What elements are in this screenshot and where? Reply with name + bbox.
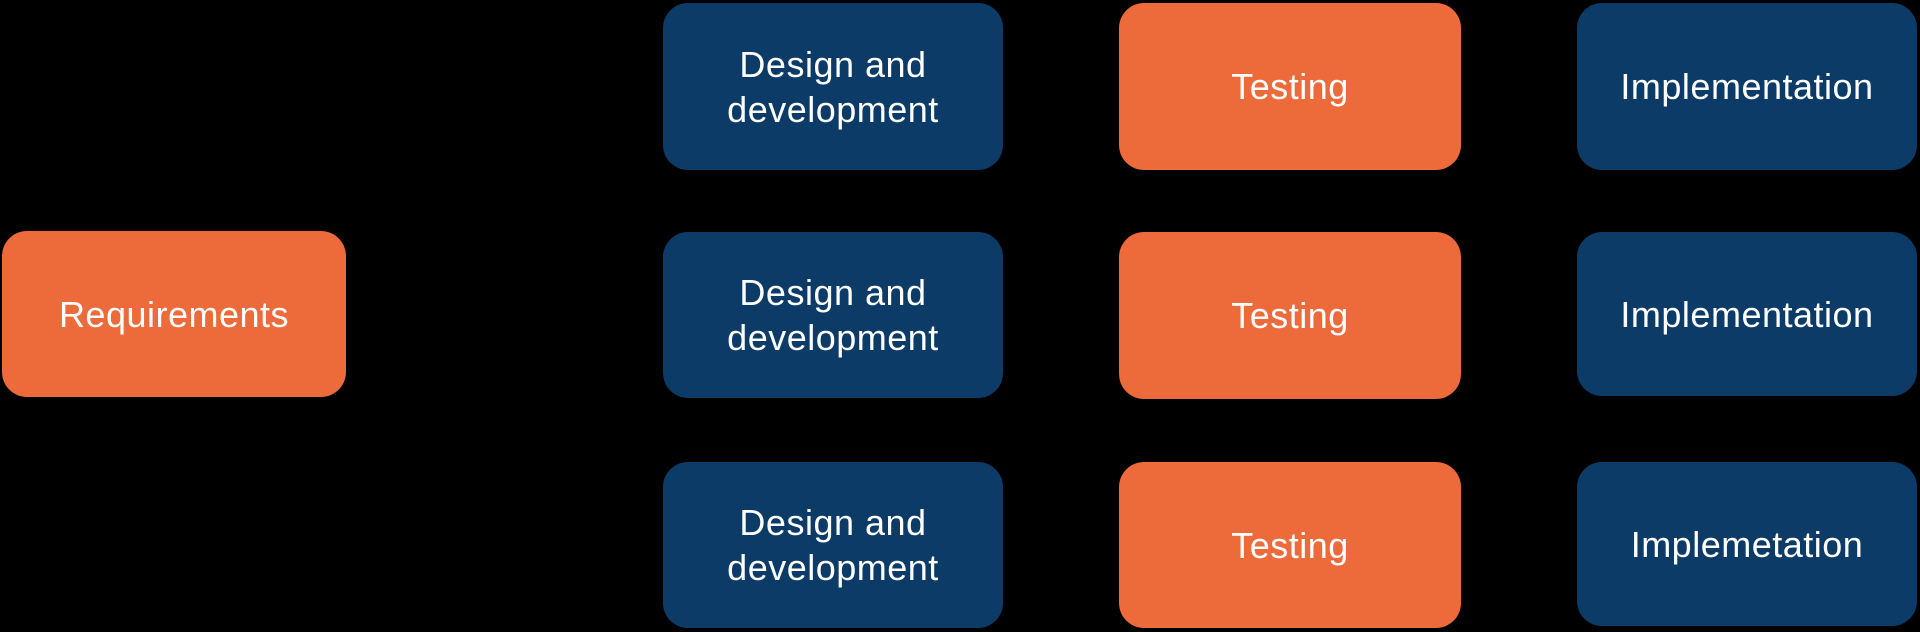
node-implementation-row1: Implementation [1577, 3, 1917, 170]
node-implemetation-row3: Implemetation [1577, 462, 1917, 626]
node-testing-row2: Testing [1119, 232, 1461, 399]
node-design-development-row1: Design and development [663, 3, 1003, 170]
node-design-development-row3: Design and development [663, 462, 1003, 628]
node-testing-row1: Testing [1119, 3, 1461, 170]
node-requirements: Requirements [2, 231, 346, 397]
node-implementation-row2: Implementation [1577, 232, 1917, 396]
node-design-development-row2: Design and development [663, 232, 1003, 398]
node-testing-row3: Testing [1119, 462, 1461, 628]
